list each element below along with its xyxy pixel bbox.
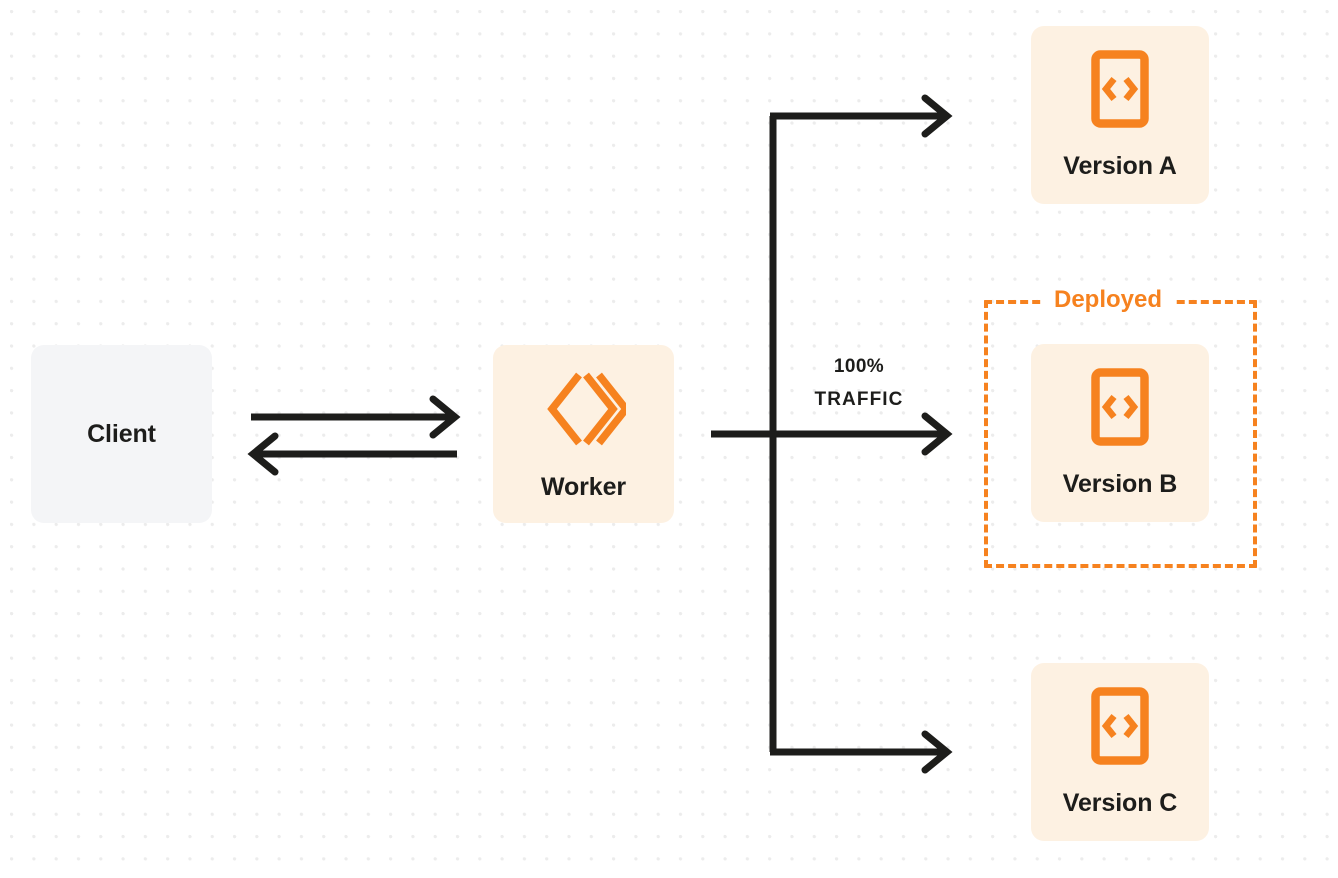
traffic-percent: 100% <box>833 356 885 377</box>
client-label: Client <box>87 419 156 448</box>
cloudflare-workers-logo-icon <box>542 367 631 456</box>
traffic-label: 100% TRAFFIC <box>784 350 934 416</box>
code-document-icon <box>1091 49 1149 133</box>
traffic-word: TRAFFIC <box>814 389 904 410</box>
deployed-group-frame <box>984 300 1257 568</box>
worker-to-client-arrow <box>247 432 457 476</box>
worker-label: Worker <box>540 472 627 501</box>
version-b-label: Version B <box>1062 469 1178 498</box>
code-document-icon <box>1091 367 1149 451</box>
node-version-c[interactable]: Version C <box>1031 663 1209 841</box>
node-worker[interactable]: Worker <box>493 345 674 523</box>
node-version-a[interactable]: Version A <box>1031 26 1209 204</box>
deployed-badge: Deployed <box>1043 285 1174 315</box>
worker-to-version-b-arrow <box>711 412 953 456</box>
version-c-label: Version C <box>1062 788 1178 817</box>
node-version-b[interactable]: Version B <box>1031 344 1209 522</box>
client-to-worker-arrow <box>251 395 461 439</box>
code-document-icon <box>1091 686 1149 770</box>
node-client[interactable]: Client <box>31 345 212 523</box>
version-a-label: Version A <box>1063 151 1177 180</box>
worker-to-version-a-arrow <box>770 94 953 138</box>
worker-to-version-c-arrow <box>770 730 953 774</box>
